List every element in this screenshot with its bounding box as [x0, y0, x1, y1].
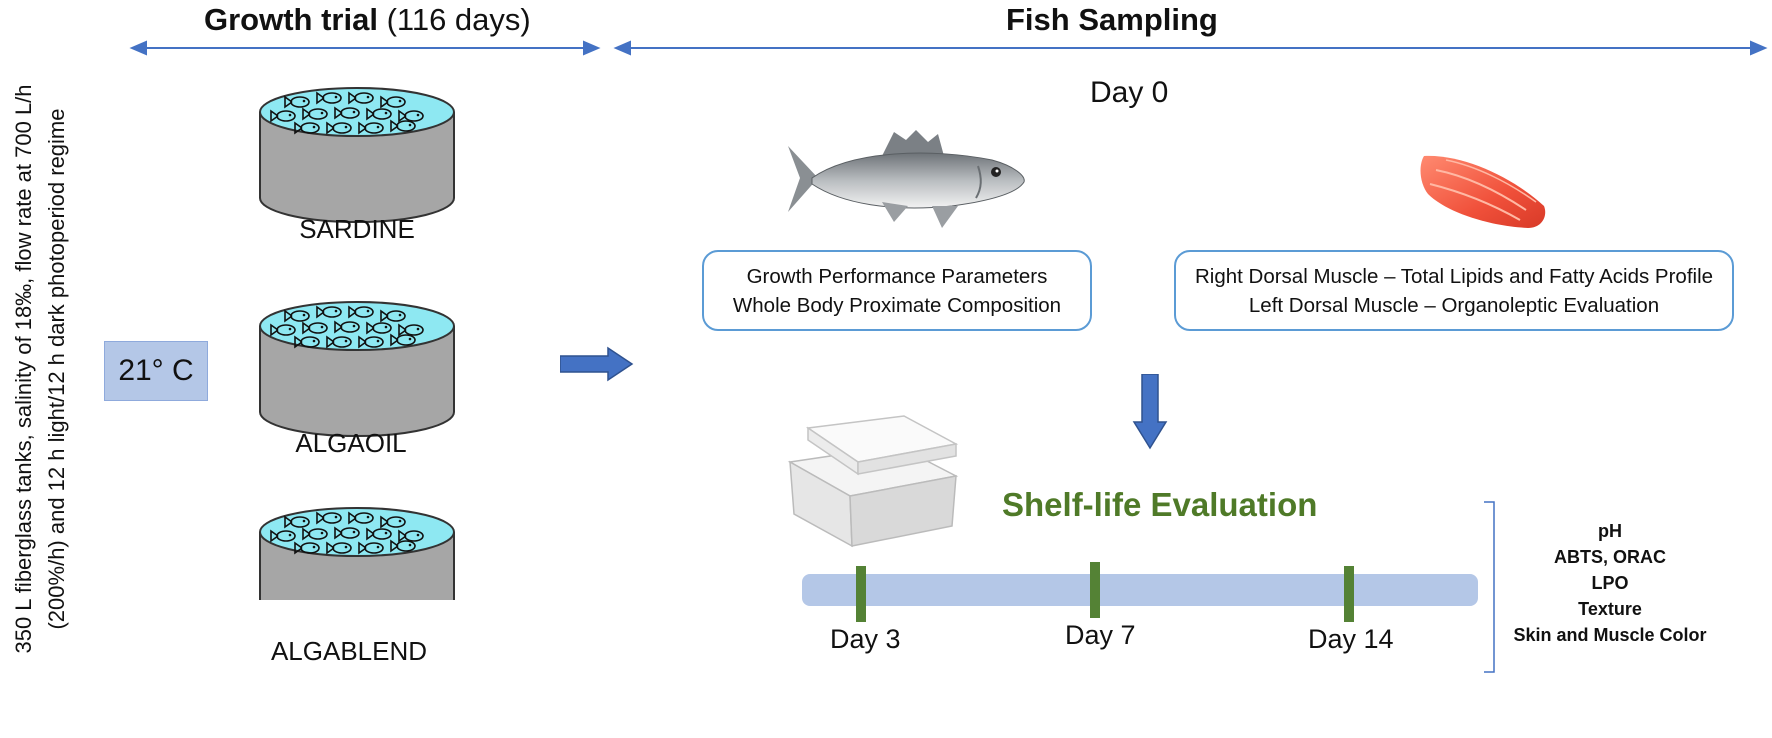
shelf-life-title: Shelf-life Evaluation: [1002, 486, 1318, 523]
muscle-analysis-line-1: Right Dorsal Muscle – Total Lipids and F…: [1194, 264, 1714, 288]
tank-label-sardine: SARDINE: [299, 214, 415, 244]
shelf-life-parameters: pH ABTS, ORAC LPO Texture Skin and Muscl…: [1510, 518, 1710, 648]
rearing-conditions-text: 350 L fiberglass tanks, salinity of 18‰,…: [7, 39, 73, 699]
parameter-item: ABTS, ORAC: [1554, 547, 1666, 567]
sea-bass-icon: [788, 130, 1025, 228]
growth-trial-header: Growth trial (116 days): [204, 2, 531, 38]
day-14-label: Day 14: [1308, 624, 1394, 654]
growth-analysis-box: Growth Performance Parameters Whole Body…: [702, 250, 1092, 331]
muscle-analysis-box: Right Dorsal Muscle – Total Lipids and F…: [1174, 250, 1734, 331]
rearing-conditions-line-1: 350 L fiberglass tanks, salinity of 18‰,…: [11, 84, 36, 654]
arrow-head-left: [129, 40, 147, 56]
day-7-label: Day 7: [1065, 620, 1136, 650]
parameter-item: Skin and Muscle Color: [1513, 625, 1707, 645]
parameter-item: Texture: [1578, 599, 1642, 619]
day-3-label: Day 3: [830, 624, 901, 654]
shelf-life-timeline: [802, 562, 1478, 622]
tanks-graphic: [250, 80, 470, 600]
storage-box-icon: [787, 415, 959, 548]
timeline-tick-day-3: [856, 566, 866, 622]
parameter-item: LPO: [1591, 573, 1629, 593]
growth-trial-title: Growth trial: [204, 2, 378, 37]
fish-sampling-title: Fish Sampling: [1006, 2, 1218, 37]
tank-label-algablend: ALGABLEND: [270, 636, 428, 666]
muscle-analysis-line-2: Left Dorsal Muscle – Organoleptic Evalua…: [1248, 293, 1660, 317]
header-arrows: [129, 40, 1768, 56]
timeline-bar: [802, 574, 1478, 606]
timeline-tick-day-14: [1344, 566, 1354, 622]
growth-analysis-line-2: Whole Body Proximate Composition: [732, 293, 1062, 317]
fish-sampling-header: Fish Sampling: [1006, 2, 1218, 38]
parameters-bracket: [1484, 501, 1495, 673]
arrow-head-right: [1750, 40, 1768, 56]
arrow-to-sampling: [560, 346, 634, 382]
growth-trial-duration: (116 days): [377, 2, 531, 37]
day-0-label: Day 0: [1090, 76, 1169, 109]
tank-label-algaoil: ALGAOIL: [295, 428, 407, 458]
temperature-box: 21° C: [104, 341, 208, 401]
tank-sardine: [260, 88, 454, 222]
tank-algablend: [260, 508, 454, 600]
tank-algaoil: [260, 302, 454, 436]
arrow-head-right: [583, 40, 601, 56]
fish-fillet-icon: [1420, 155, 1546, 228]
arrow-to-shelf-life: [1132, 374, 1168, 450]
timeline-tick-day-7: [1090, 562, 1100, 618]
arrow-head-left: [613, 40, 631, 56]
growth-analysis-line-1: Growth Performance Parameters: [746, 264, 1048, 288]
rearing-conditions-line-2: (200%/h) and 12 h light/12 h dark photop…: [44, 108, 69, 630]
parameter-item: pH: [1598, 521, 1622, 541]
